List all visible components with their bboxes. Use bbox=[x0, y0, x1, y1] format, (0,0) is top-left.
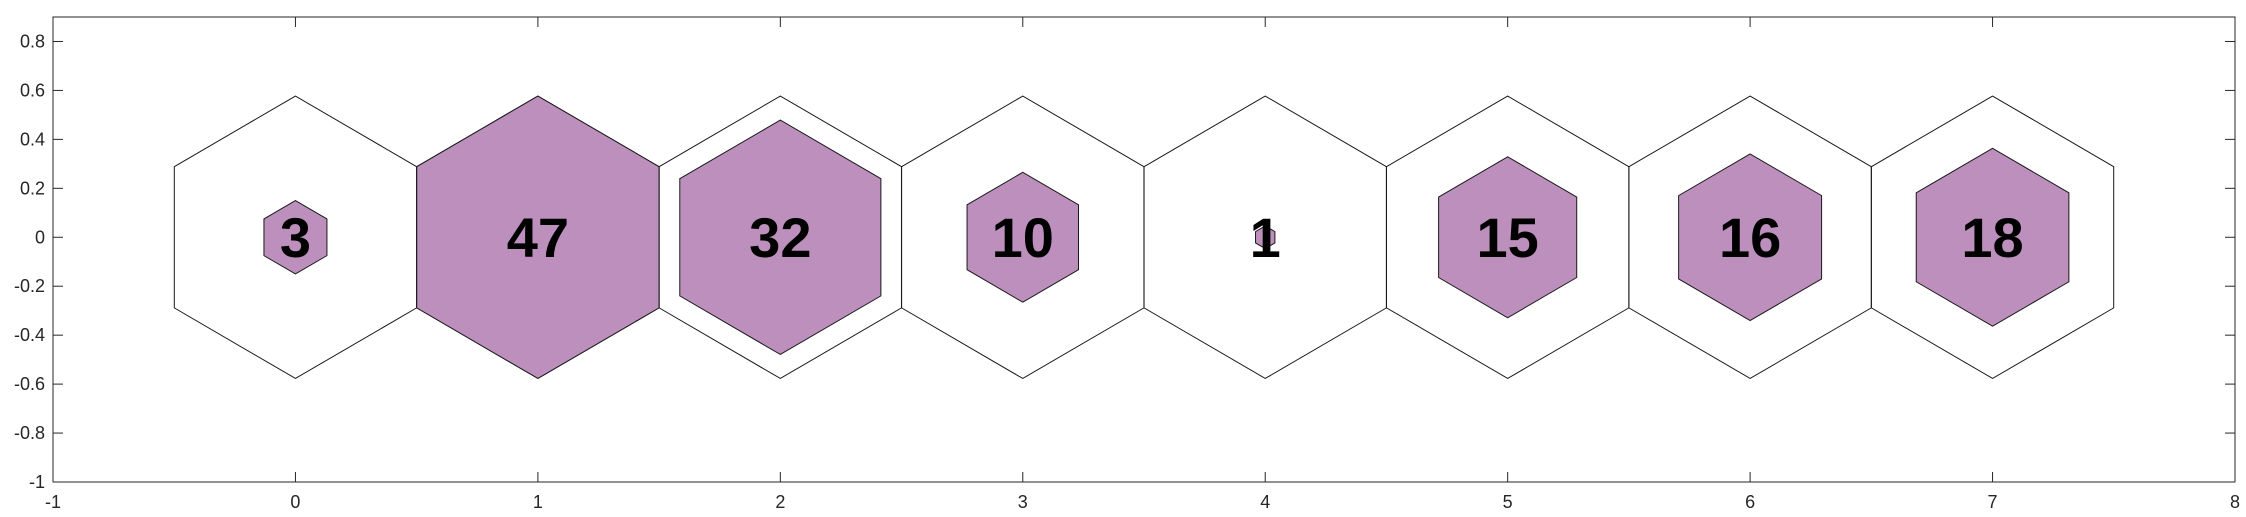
hex-count-label-6: 16 bbox=[1719, 206, 1781, 269]
x-tick-label-8: 7 bbox=[1988, 492, 1998, 512]
y-tick-label-9: 0.8 bbox=[20, 31, 45, 51]
hex-count-label-3: 10 bbox=[992, 206, 1054, 269]
hex-count-label-2: 32 bbox=[749, 206, 811, 269]
hex-outline-7 bbox=[1870, 95, 2115, 380]
hex-fill-3 bbox=[966, 171, 1080, 303]
y-tick-label-3: -0.4 bbox=[14, 325, 45, 345]
hex-fill-4 bbox=[1255, 225, 1276, 250]
x-tick-label-1: 0 bbox=[290, 492, 300, 512]
x-tick-label-9: 8 bbox=[2230, 492, 2240, 512]
hex-count-label-4: 1 bbox=[1250, 206, 1281, 269]
y-tick-label-6: 0.2 bbox=[20, 178, 45, 198]
x-tick-label-5: 4 bbox=[1260, 492, 1270, 512]
y-tick-label-8: 0.6 bbox=[20, 80, 45, 100]
x-tick-label-2: 1 bbox=[533, 492, 543, 512]
x-axis: -1 0 1 2 3 4 5 6 7 8 bbox=[45, 17, 2240, 512]
y-tick-label-1: -0.8 bbox=[14, 423, 45, 443]
hex-fill-2 bbox=[679, 119, 882, 356]
y-axis: -1 -0.8 -0.6 -0.4 -0.2 0 0.2 0.4 0.6 0.8 bbox=[14, 31, 2235, 492]
y-tick-label-7: 0.4 bbox=[20, 129, 45, 149]
hex-count-label-0: 3 bbox=[280, 206, 311, 269]
x-tick-label-7: 6 bbox=[1745, 492, 1755, 512]
y-tick-label-0: -1 bbox=[29, 472, 45, 492]
x-tick-label-6: 5 bbox=[1503, 492, 1513, 512]
x-tick-label-0: -1 bbox=[45, 492, 61, 512]
hex-count-label-7: 18 bbox=[1961, 206, 2023, 269]
hex-count-label-5: 15 bbox=[1477, 206, 1539, 269]
x-tick-label-3: 2 bbox=[775, 492, 785, 512]
hex-count-label-1: 47 bbox=[507, 206, 569, 269]
y-tick-label-4: -0.2 bbox=[14, 276, 45, 296]
hex-fill-0 bbox=[263, 199, 328, 275]
hex-layer: 3 47 32 10 1 15 16 18 bbox=[173, 95, 2115, 380]
hex-fill-7 bbox=[1915, 147, 2070, 327]
y-tick-label-5: 0 bbox=[35, 227, 45, 247]
hex-fill-6 bbox=[1678, 153, 1823, 322]
hex-fill-5 bbox=[1438, 156, 1578, 319]
y-tick-label-2: -0.6 bbox=[14, 374, 45, 394]
x-tick-label-4: 3 bbox=[1018, 492, 1028, 512]
